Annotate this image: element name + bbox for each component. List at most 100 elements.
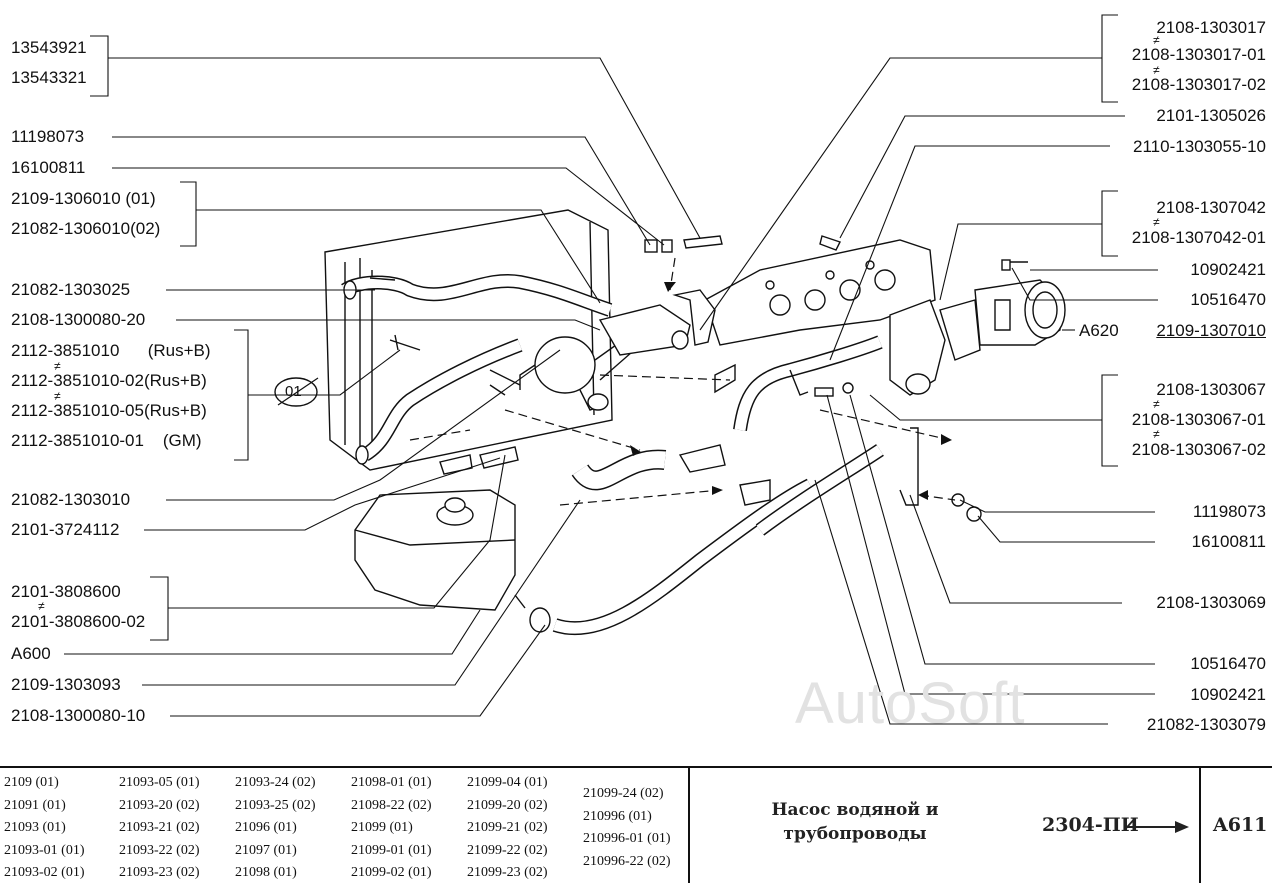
not-equal-mark: ≠ — [38, 599, 45, 613]
sheet-title: Насос водяной и трубопроводы — [730, 798, 980, 846]
models-column-2: 21093-05 (01) 21093-20 (02) 21093-21 (02… — [119, 772, 200, 885]
table-divider — [688, 768, 690, 883]
model-cell: 21099-01 (01) — [351, 842, 432, 858]
coolant-pipe — [733, 335, 883, 432]
model-cell: 21093-01 (01) — [4, 842, 85, 858]
models-column-1: 2109 (01) 21091 (01) 21093 (01) 21093-01… — [4, 772, 85, 885]
water-pump — [889, 279, 1066, 396]
part-label-2108-1300080-20: 2108-1300080-20 — [11, 310, 146, 329]
part-label-2101-3808600-02: 2101-3808600-02 — [11, 612, 146, 631]
radiator-lower-hose — [355, 338, 523, 465]
not-equal-mark: ≠ — [1153, 63, 1160, 77]
part-label-13543321: 13543321 — [11, 68, 87, 87]
model-cell: 21099-02 (01) — [351, 865, 432, 881]
part-label-2108-1300080-10: 2108-1300080-10 — [11, 706, 146, 725]
model-cell: 21099-23 (02) — [467, 865, 548, 881]
part-label-11198073-left: 11198073 — [11, 127, 85, 146]
models-column-6: 21099-24 (02) 210996 (01) 210996-01 (01)… — [583, 783, 671, 873]
exploded-view-drawing — [64, 14, 1158, 725]
model-cell: 21099-20 (02) — [467, 797, 548, 813]
model-cell: 210996 (01) — [583, 808, 652, 824]
model-cell: 2109 (01) — [4, 775, 59, 790]
part-label-a620: A620 — [1079, 321, 1119, 340]
model-cell: 21091 (01) — [4, 797, 66, 813]
part-label-21082-1306010: 21082-1306010(02) — [11, 219, 161, 238]
part-label-2101-3808600: 2101-3808600 — [11, 582, 121, 601]
engine-block — [704, 239, 936, 394]
part-label-21082-1303025: 21082-1303025 — [11, 280, 131, 299]
part-label-10516470-top: 10516470 — [1190, 290, 1266, 309]
model-cell: 21096 (01) — [235, 820, 297, 836]
part-label-2108-1303017-01: 2108-1303017-01 — [1131, 45, 1266, 64]
part-label-2109-1303093: 2109-1303093 — [11, 675, 121, 694]
part-label-2112-3851010-05: 2112-3851010-05(Rus+B) — [11, 401, 207, 420]
model-cell: 21093-25 (02) — [235, 797, 316, 813]
part-label-2110-1303055-10: 2110-1303055-10 — [1133, 137, 1266, 156]
applicability-table: 2109 (01) 21091 (01) 21093 (01) 21093-01… — [0, 766, 1272, 883]
not-equal-mark: ≠ — [54, 359, 61, 373]
part-label-2108-1303017: 2108-1303017 — [1156, 18, 1266, 37]
part-label-21082-1303010: 21082-1303010 — [11, 490, 131, 509]
model-cell: 21093-02 (01) — [4, 865, 85, 881]
tank-hoses — [529, 444, 884, 636]
not-equal-mark: ≠ — [1153, 427, 1160, 441]
sheet-code: A611 — [1213, 814, 1268, 836]
sheet-title-line-1: Насос водяной и — [771, 800, 939, 820]
assembly-arrowheads — [630, 282, 952, 500]
part-label-2108-1303069: 2108-1303069 — [1156, 593, 1266, 612]
not-equal-mark: ≠ — [1153, 397, 1160, 411]
model-cell: 21098-01 (01) — [351, 775, 432, 790]
part-label-a600: A600 — [11, 644, 51, 663]
part-label-2101-1305026: 2101-1305026 — [1156, 106, 1266, 125]
part-label-10902421-top: 10902421 — [1190, 260, 1266, 279]
model-cell: 210996-01 (01) — [583, 831, 671, 847]
part-label-2112-3851010-01: 2112-3851010-01 (GM) — [11, 431, 202, 450]
model-cell: 21098 (01) — [235, 865, 297, 881]
part-label-2101-3724112: 2101-3724112 — [11, 520, 120, 539]
model-cell: 21098-22 (02) — [351, 797, 432, 813]
callout-crossed-01 — [274, 377, 319, 407]
part-label-13543921: 13543921 — [11, 38, 87, 57]
part-label-16100811-left: 16100811 — [11, 158, 86, 177]
watermark: AutoSoft — [795, 671, 1026, 736]
part-label-2108-1307042-01: 2108-1307042-01 — [1131, 228, 1266, 247]
model-cell: 21093 (01) — [4, 820, 66, 836]
part-label-2108-1303017-02: 2108-1303017-02 — [1131, 75, 1266, 94]
not-equal-mark: ≠ — [1153, 33, 1160, 47]
model-cell: 21099-04 (01) — [467, 775, 548, 790]
part-label-2108-1307042: 2108-1307042 — [1156, 198, 1266, 217]
model-cell: 21093-22 (02) — [119, 842, 200, 858]
thermostat — [519, 289, 716, 411]
model-cell: 21099-22 (02) — [467, 842, 548, 858]
not-equal-mark: ≠ — [54, 389, 61, 403]
model-cell: 21093-05 (01) — [119, 775, 200, 790]
models-column-3: 21093-24 (02) 21093-25 (02) 21096 (01) 2… — [235, 772, 316, 885]
part-label-2109-1306010: 2109-1306010 (01) — [11, 189, 156, 208]
parts-diagram: 13543921 13543321 11198073 16100811 2109… — [11, 14, 1266, 736]
callout-01-text: 01 — [285, 383, 302, 400]
table-divider — [1199, 768, 1201, 883]
part-label-10902421-bottom: 10902421 — [1190, 685, 1266, 704]
leader-lines — [64, 14, 1158, 725]
part-label-2108-1303067: 2108-1303067 — [1156, 380, 1266, 399]
group-code: 2304-ПИ — [1042, 814, 1139, 836]
part-label-10516470-bottom: 10516470 — [1190, 654, 1266, 673]
model-cell: 21099 (01) — [351, 820, 413, 836]
model-cell: 21093-23 (02) — [119, 865, 200, 881]
part-label-2108-1303067-01: 2108-1303067-01 — [1131, 410, 1266, 429]
model-cell: 21093-21 (02) — [119, 820, 200, 836]
model-cell: 21099-24 (02) — [583, 786, 664, 801]
part-label-2109-1307010: 2109-1307010 — [1156, 321, 1266, 340]
arrow-right-icon — [1127, 821, 1189, 833]
part-label-2108-1303067-02: 2108-1303067-02 — [1131, 440, 1266, 459]
part-label-2112-3851010-02: 2112-3851010-02(Rus+B) — [11, 371, 207, 390]
part-label-16100811-right: 16100811 — [1191, 532, 1266, 551]
model-cell: 210996-22 (02) — [583, 853, 671, 869]
not-equal-mark: ≠ — [1153, 215, 1160, 229]
model-cell: 21093-24 (02) — [235, 775, 316, 790]
part-label-2112-3851010: 2112-3851010 (Rus+B) — [11, 341, 211, 360]
sheet-title-line-2: трубопроводы — [783, 824, 927, 844]
model-cell: 21093-20 (02) — [119, 797, 200, 813]
part-label-21082-1303079: 21082-1303079 — [1146, 715, 1266, 734]
part-label-11198073-right: 11198073 — [1192, 502, 1266, 521]
